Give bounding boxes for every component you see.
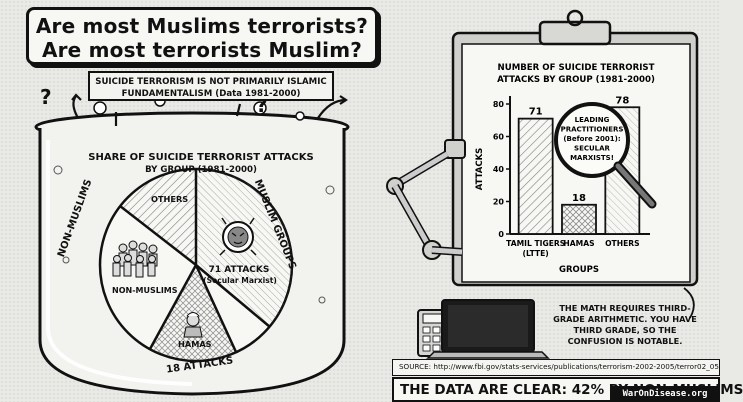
y-tick-label: 80 bbox=[493, 100, 505, 109]
robot-arm-icon bbox=[386, 139, 466, 260]
annotation-line: PRACTITIONERS bbox=[561, 126, 624, 134]
pie-label-ltte-attacks: 71 ATTACKS bbox=[208, 265, 270, 275]
laptop-icon bbox=[426, 299, 550, 359]
y-tick-label: 40 bbox=[493, 165, 505, 174]
bar-chart: NUMBER OF SUICIDE TERRORIST ATTACKS BY G… bbox=[475, 63, 657, 275]
bar-value-label: 71 bbox=[529, 107, 543, 118]
pie-slice-others bbox=[120, 168, 196, 265]
arrow-icon bbox=[235, 103, 242, 117]
site-credit: WarOnDisease.org bbox=[610, 386, 720, 402]
annotation-line: LEADING bbox=[575, 116, 610, 124]
math-note: THE MATH REQUIRES THIRD-GRADE ARITHMETIC… bbox=[553, 303, 697, 346]
person-figure-icon bbox=[183, 312, 203, 338]
page-title-line2: Are most terrorists Muslim? bbox=[41, 38, 363, 62]
pie-label-ltte-note: (Secular Marxist) bbox=[203, 276, 277, 285]
pie-title-text: SHARE OF SUICIDE TERRORIST ATTACKS bbox=[88, 152, 314, 163]
subtitle-banner: SUICIDE TERRORISM IS NOT PRIMARILY ISLAM… bbox=[88, 71, 334, 101]
pie-label-others: OTHERS bbox=[151, 194, 189, 204]
arrow-icons bbox=[71, 93, 348, 126]
chart-title-line2: ATTACKS BY GROUP (1981-2000) bbox=[497, 75, 655, 85]
x-axis-label: GROUPS bbox=[559, 265, 599, 275]
pie-chart bbox=[98, 167, 294, 363]
people-group-icon bbox=[112, 240, 158, 278]
pie-label-hamas: HAMAS bbox=[178, 339, 212, 349]
arrow-icon bbox=[71, 93, 82, 101]
pie-chart-title: SHARE OF SUICIDE TERRORIST ATTACKS BY GR… bbox=[66, 152, 336, 176]
source-citation: SOURCE: http://www.fbi.gov/stats-service… bbox=[392, 359, 720, 376]
y-tick-label: 60 bbox=[493, 133, 505, 142]
pie-subtitle-text: BY GROUP (1981-2000) bbox=[145, 165, 257, 175]
arrow-icon bbox=[317, 98, 347, 119]
category-label: OTHERS bbox=[605, 239, 640, 248]
y-tick-label: 20 bbox=[493, 198, 505, 207]
annotation-line: MARXISTS! bbox=[570, 154, 614, 162]
chart-title-line1: NUMBER OF SUICIDE TERRORIST bbox=[498, 63, 655, 73]
title-banner: Are most Muslims terrorists? Are most te… bbox=[26, 7, 378, 65]
arrow-icon bbox=[339, 95, 348, 105]
bar-value-label: 18 bbox=[572, 193, 586, 204]
magnifier-handle-inner bbox=[615, 163, 655, 207]
y-axis-label: ATTACKS bbox=[475, 148, 485, 191]
question-mark-icon: ? bbox=[40, 85, 52, 109]
category-label: HAMAS bbox=[563, 239, 594, 248]
question-mark-icons: ? ? bbox=[40, 85, 268, 117]
pie-label-non-muslims-inner: NON-MUSLIMS bbox=[112, 286, 178, 295]
category-label: TAMIL TIGERS bbox=[506, 239, 565, 248]
page-title-line1: Are most Muslims terrorists? bbox=[35, 14, 369, 38]
category-label: (LTTE) bbox=[523, 249, 549, 258]
question-mark-icon: ? bbox=[256, 93, 268, 117]
bar-hatch bbox=[562, 204, 596, 234]
magnifier-icon bbox=[554, 102, 630, 178]
annotation-line: (Before 2001): bbox=[563, 135, 620, 143]
annotation-line: SECULAR bbox=[574, 145, 611, 153]
arrow-icon bbox=[683, 287, 695, 319]
y-tick-label: 0 bbox=[498, 230, 504, 239]
bar-hatch bbox=[518, 118, 553, 234]
bar-value-label: 78 bbox=[615, 95, 629, 106]
tiger-emblem-icon bbox=[219, 217, 257, 256]
